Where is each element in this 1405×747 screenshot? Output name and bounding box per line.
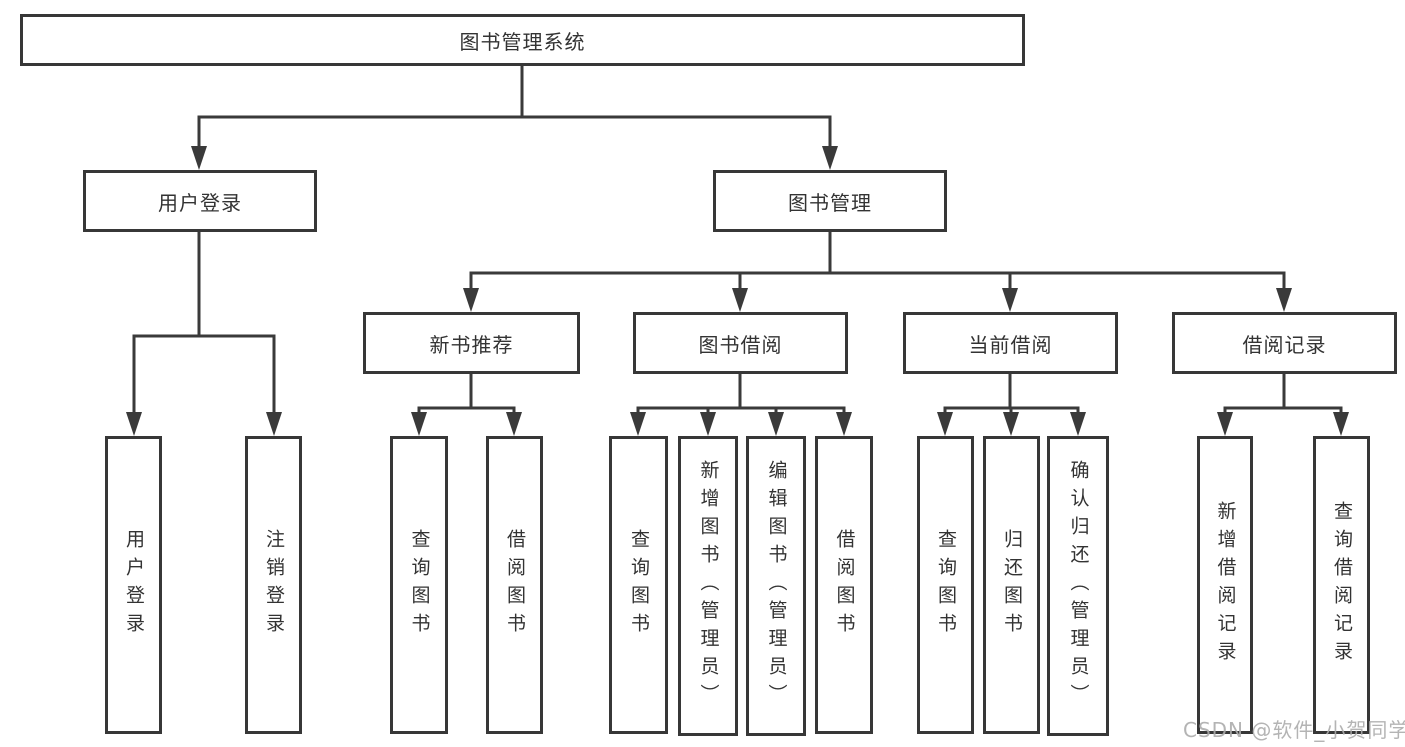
arrowhead-icon <box>630 412 646 436</box>
arrowhead-icon <box>1002 288 1018 312</box>
connector-root-to-level2 <box>191 66 838 170</box>
arrowhead-icon <box>266 412 282 436</box>
node-user-login: 用户登录 <box>83 170 317 232</box>
node-library-management-system: 图书管理系统 <box>20 14 1025 66</box>
watermark-text: CSDN @软件_小贺同学 <box>1183 718 1405 742</box>
connector-book-management-children <box>463 232 1292 312</box>
connector-book-borrowing-children <box>630 374 852 436</box>
node-leaf-borrow-books-recommend: 借阅图书 <box>486 436 543 734</box>
arrowhead-icon <box>732 288 748 312</box>
node-leaf-query-books-borrowing: 查询图书 <box>609 436 668 734</box>
arrowhead-icon <box>1217 412 1233 436</box>
node-leaf-confirm-return-admin: 确认归还（管理员） <box>1047 436 1109 736</box>
arrowhead-icon <box>411 412 427 436</box>
node-leaf-query-books-current: 查询图书 <box>917 436 974 734</box>
arrowhead-icon <box>506 412 522 436</box>
connector-current-borrowing-children <box>937 374 1086 436</box>
arrowhead-icon <box>191 146 207 170</box>
arrowhead-icon <box>126 412 142 436</box>
node-borrowing-records: 借阅记录 <box>1172 312 1397 374</box>
node-book-borrowing: 图书借阅 <box>633 312 848 374</box>
arrowhead-icon <box>1276 288 1292 312</box>
connector-borrowing-records-children <box>1217 374 1349 436</box>
node-leaf-query-borrow-record: 查询借阅记录 <box>1313 436 1370 734</box>
connector-new-book-recommend-children <box>411 374 522 436</box>
connector-user-login-children <box>126 232 282 436</box>
node-leaf-query-books-recommend: 查询图书 <box>390 436 448 734</box>
node-book-management: 图书管理 <box>713 170 947 232</box>
node-current-borrowing: 当前借阅 <box>903 312 1118 374</box>
node-leaf-return-books: 归还图书 <box>983 436 1040 734</box>
arrowhead-icon <box>1003 412 1019 436</box>
node-new-book-recommend: 新书推荐 <box>363 312 580 374</box>
arrowhead-icon <box>937 412 953 436</box>
arrowhead-icon <box>1070 412 1086 436</box>
node-leaf-add-borrow-record: 新增借阅记录 <box>1197 436 1253 734</box>
node-leaf-add-books-admin: 新增图书（管理员） <box>678 436 738 736</box>
arrowhead-icon <box>768 412 784 436</box>
arrowhead-icon <box>1333 412 1349 436</box>
arrowhead-icon <box>822 146 838 170</box>
arrowhead-icon <box>463 288 479 312</box>
node-leaf-edit-books-admin: 编辑图书（管理员） <box>746 436 806 736</box>
node-leaf-borrow-books: 借阅图书 <box>815 436 873 734</box>
arrowhead-icon <box>700 412 716 436</box>
node-leaf-user-login: 用户登录 <box>105 436 162 734</box>
arrowhead-icon <box>836 412 852 436</box>
node-leaf-logout: 注销登录 <box>245 436 302 734</box>
